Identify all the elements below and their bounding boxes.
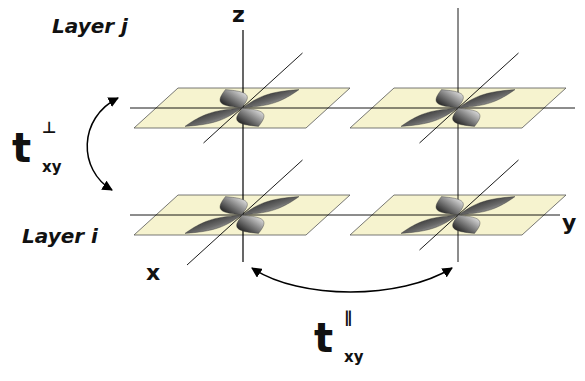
orbital-lobe (220, 197, 247, 215)
hopping-arrow (252, 268, 452, 292)
orbital-lobe (185, 215, 242, 233)
orbital-lobe (237, 215, 264, 233)
axis-label: y (562, 212, 576, 234)
axis-line (420, 160, 519, 250)
axis-label: x (146, 262, 160, 284)
axis-line (187, 160, 303, 265)
hopping-superscript: ∥ (344, 310, 352, 326)
hopping-superscript: ⊥ (42, 120, 57, 136)
orbital-lobe (401, 108, 458, 126)
hopping-arrow (87, 98, 118, 190)
orbital-lobe (185, 108, 242, 126)
orbital-lobe (242, 90, 299, 108)
hopping-subscript: xy (42, 160, 61, 175)
layer-label: Layer j (52, 16, 128, 36)
hopping-symbol: t (314, 318, 333, 358)
orbital-lobe (401, 215, 458, 233)
orbital-lobe (220, 90, 247, 108)
orbital-lobe (436, 197, 463, 215)
orbital-lobe (436, 90, 463, 108)
orbital-lobe (458, 90, 515, 108)
axis-label: z (232, 4, 245, 26)
axis-line (204, 53, 303, 143)
orbital-lobe (242, 197, 299, 215)
orbital-lobe (458, 197, 515, 215)
orbital-lobe (453, 215, 480, 233)
axis-line (420, 53, 519, 143)
hopping-symbol: t (12, 128, 31, 168)
axis-line (130, 108, 575, 109)
layer-label: Layer i (22, 226, 98, 246)
hopping-subscript: xy (344, 350, 363, 365)
orbital-lobe (453, 108, 480, 126)
axis-line (130, 215, 560, 216)
orbital-lobe (237, 108, 264, 126)
